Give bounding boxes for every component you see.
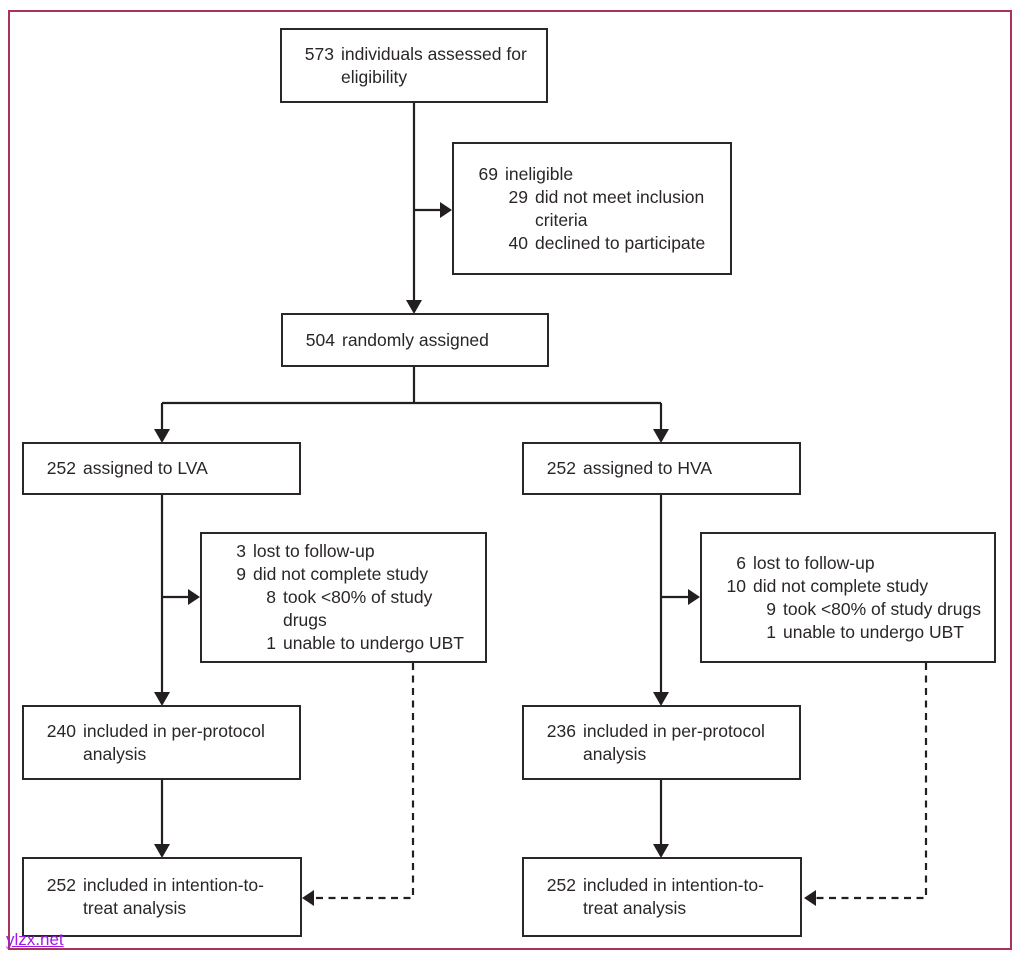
label: took <80% of study drugs <box>783 598 981 619</box>
label: did not complete study <box>253 564 429 584</box>
connector-lost-lva-to-itt-dashed <box>314 663 415 900</box>
count: 252 <box>546 458 576 478</box>
count: 69 <box>478 163 498 184</box>
label: did not meet inclusion criteria <box>535 186 705 230</box>
count: 573 <box>304 43 334 64</box>
arrowhead-down-itt-lva <box>154 844 170 858</box>
arrowhead-right-lost-hva <box>688 589 700 605</box>
flow-line: 9 did not complete study <box>220 563 475 586</box>
flow-line: 252 assigned to HVA <box>542 457 789 480</box>
flow-line: 40 declined to participate <box>502 232 720 255</box>
flow-line: 236 included in per-protocol analysis <box>542 720 789 766</box>
label: included in intention-to-treat analysis <box>83 875 264 918</box>
box-lost-hva: 6 lost to follow-up 10 did not complete … <box>700 532 996 663</box>
count: 9 <box>766 598 776 619</box>
flow-line: 8 took <80% of study drugs <box>250 586 475 632</box>
arrowhead-right-lost-lva <box>188 589 200 605</box>
arrowhead-left-itt-lva <box>302 890 314 906</box>
box-assessed: 573 individuals assessed for eligibility <box>280 28 548 103</box>
count: 1 <box>766 621 776 642</box>
count: 504 <box>305 329 335 350</box>
flow-line: 504 randomly assigned <box>301 329 537 352</box>
label: unable to undergo UBT <box>283 633 464 653</box>
arrowhead-down-pp-hva <box>653 692 669 706</box>
label: included in per-protocol analysis <box>583 720 765 764</box>
box-ineligible: 69 ineligible 29 did not meet inclusion … <box>452 142 732 275</box>
flow-line: 29 did not meet inclusion criteria <box>502 186 720 232</box>
arrowhead-down-itt-hva <box>653 844 669 858</box>
label: included in intention-to-treat analysis <box>583 875 764 918</box>
flow-line: 240 included in per-protocol analysis <box>42 720 289 766</box>
count: 240 <box>46 720 76 741</box>
label: assigned to LVA <box>83 458 208 478</box>
count: 6 <box>736 552 746 573</box>
flow-line: 3 lost to follow-up <box>220 540 475 563</box>
box-itt-hva: 252 included in intention-to-treat analy… <box>522 857 802 937</box>
flow-line: 1 unable to undergo UBT <box>250 632 475 655</box>
box-assigned-lva: 252 assigned to LVA <box>22 442 301 495</box>
count: 252 <box>46 875 76 895</box>
arrowhead-left-itt-hva <box>804 890 816 906</box>
label: lost to follow-up <box>253 541 375 561</box>
box-lost-lva: 3 lost to follow-up 9 did not complete s… <box>200 532 487 663</box>
arrowhead-down-lva <box>154 429 170 443</box>
flow-line: 252 included in intention-to-treat analy… <box>42 874 290 920</box>
box-per-protocol-lva: 240 included in per-protocol analysis <box>22 705 301 780</box>
count: 252 <box>546 875 576 895</box>
flow-line: 252 included in intention-to-treat analy… <box>542 874 790 920</box>
box-assigned-hva: 252 assigned to HVA <box>522 442 801 495</box>
count: 40 <box>508 232 528 253</box>
count: 3 <box>236 541 246 561</box>
flow-line: 573 individuals assessed for eligibility <box>300 43 536 89</box>
count: 29 <box>508 186 528 207</box>
flow-line: 252 assigned to LVA <box>42 457 289 480</box>
arrowhead-right-ineligible <box>440 202 452 218</box>
count: 252 <box>46 458 76 478</box>
watermark-link[interactable]: ylzx.net <box>6 930 64 949</box>
label: assigned to HVA <box>583 458 713 478</box>
count: 1 <box>266 633 276 653</box>
count: 236 <box>546 720 576 741</box>
label: took <80% of study drugs <box>283 587 433 630</box>
count: 10 <box>726 575 746 596</box>
label: ineligible <box>505 163 574 184</box>
count: 8 <box>266 587 276 607</box>
box-randomized: 504 randomly assigned <box>281 313 549 367</box>
arrowhead-down-randomized <box>406 300 422 314</box>
flow-line: 10 did not complete study <box>720 575 984 598</box>
count: 9 <box>236 564 246 584</box>
label: randomly assigned <box>342 329 489 350</box>
connector-randomized-split <box>160 367 663 429</box>
arrowhead-down-pp-lva <box>154 692 170 706</box>
label: individuals assessed for eligibility <box>341 43 527 87</box>
box-itt-lva: 252 included in intention-to-treat analy… <box>22 857 302 937</box>
label: lost to follow-up <box>753 552 875 573</box>
label: included in per-protocol analysis <box>83 720 265 764</box>
flow-line: 69 ineligible <box>472 163 720 186</box>
label: declined to participate <box>535 232 706 253</box>
flow-line: 6 lost to follow-up <box>720 552 984 575</box>
flow-line: 9 took <80% of study drugs <box>750 598 984 621</box>
arrowhead-down-hva <box>653 429 669 443</box>
label: did not complete study <box>753 575 929 596</box>
connector-lost-hva-to-itt-dashed <box>816 663 928 900</box>
box-per-protocol-hva: 236 included in per-protocol analysis <box>522 705 801 780</box>
flow-line: 1 unable to undergo UBT <box>750 621 984 644</box>
label: unable to undergo UBT <box>783 621 964 642</box>
